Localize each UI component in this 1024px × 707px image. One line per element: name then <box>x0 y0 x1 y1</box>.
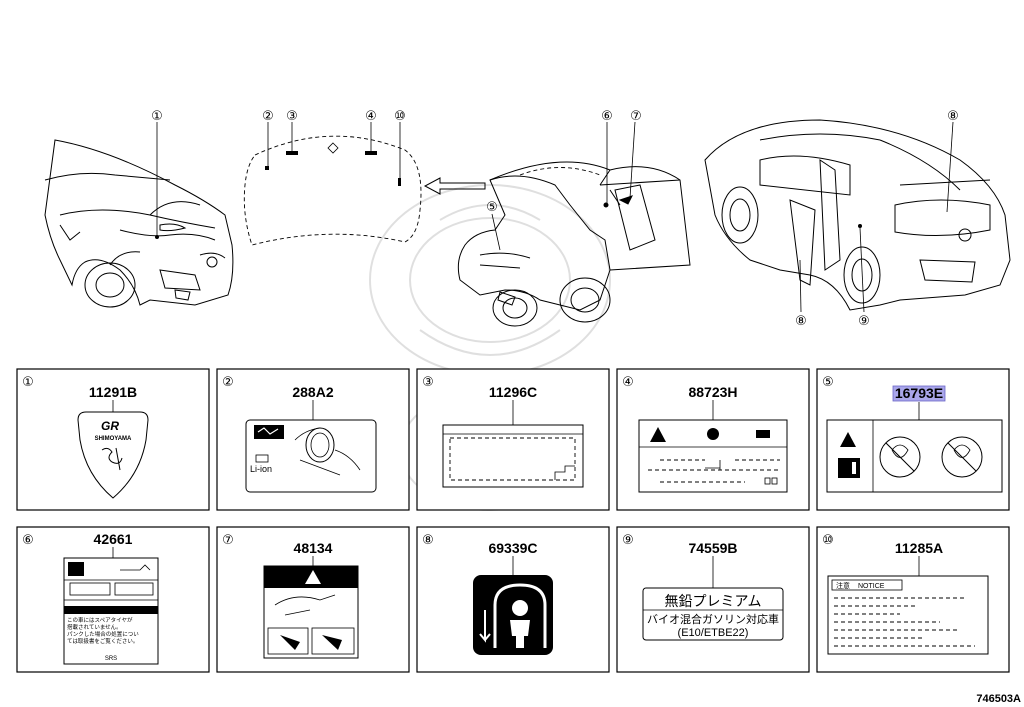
battery-warning-label <box>638 419 788 493</box>
svg-text:GR: GR <box>101 419 119 433</box>
part-number-highlight <box>892 385 946 402</box>
cell-number: ⑤ <box>822 375 834 390</box>
part-number: 88723H <box>688 384 737 400</box>
svg-text:SRS: SRS <box>105 656 117 662</box>
cell-number: ④ <box>622 375 634 390</box>
shimoyama-badge-label: GR SHIMOYAMA <box>77 411 149 499</box>
svg-text:この車にはスペアタイヤが: この車にはスペアタイヤが <box>67 616 133 624</box>
svg-text:Li-ion: Li-ion <box>250 464 272 474</box>
callout-8b: ⑧ <box>795 314 807 329</box>
part-cell-8[interactable]: ⑧ 69339C <box>416 526 610 673</box>
trunk-release-label <box>473 575 553 655</box>
part-cell-4[interactable]: ④ 88723H <box>616 368 810 511</box>
cell-number: ⑩ <box>822 533 834 548</box>
cell-number: ③ <box>422 375 434 390</box>
callout-3: ③ <box>286 109 298 124</box>
part-cell-3[interactable]: ③ 11296C <box>416 368 610 511</box>
callout-4: ④ <box>365 109 377 124</box>
callout-8a: ⑧ <box>947 109 959 124</box>
part-number: 11285A <box>895 540 943 556</box>
figure-code: 746503A <box>976 693 1021 705</box>
part-number: 42661 <box>94 531 133 547</box>
callout-1: ① <box>151 109 163 124</box>
car-rear-view <box>704 119 1011 311</box>
hood-warning-label <box>263 565 359 659</box>
part-cell-6[interactable]: ⑥ 42661 この車にはスペアタイヤが 搭載されていません。 パンクした場合の… <box>16 526 210 673</box>
car-front-view <box>44 139 234 308</box>
callout-9: ⑨ <box>858 314 870 329</box>
fan-warning-label <box>826 419 1003 493</box>
arrow-icon <box>423 177 486 195</box>
part-number: 74559B <box>688 540 737 556</box>
svg-text:搭載されていません。: 搭載されていません。 <box>67 623 122 631</box>
car-open-hood-view <box>457 161 691 327</box>
part-cell-9[interactable]: ⑨ 74559B 無鉛プレミアム バイオ混合ガソリン対応車 (E10/ETBE2… <box>616 526 810 673</box>
cell-number: ⑨ <box>622 533 634 548</box>
callout-6: ⑥ <box>601 109 613 124</box>
svg-text:無鉛プレミアム: 無鉛プレミアム <box>664 593 761 609</box>
part-cell-1[interactable]: ① 11291B GR SHIMOYAMA <box>16 368 210 511</box>
svg-text:(E10/ETBE22): (E10/ETBE22) <box>678 627 749 639</box>
part-number: 69339C <box>488 540 537 556</box>
part-number: 288A2 <box>292 384 333 400</box>
callout-7: ⑦ <box>630 109 642 124</box>
cell-number: ⑦ <box>222 533 234 548</box>
notice-label: 注意 NOTICE <box>827 575 989 655</box>
cell-number: ⑥ <box>22 533 34 548</box>
svg-text:SHIMOYAMA: SHIMOYAMA <box>95 436 132 442</box>
cell-number: ② <box>222 375 234 390</box>
cell-number: ① <box>22 375 34 390</box>
li-ion-battery-label: Li-ion <box>245 419 377 493</box>
fire-icon <box>707 428 719 440</box>
part-cell-10[interactable]: ⑩ 11285A 注意 NOTICE <box>816 526 1010 673</box>
part-cell-7[interactable]: ⑦ 48134 <box>216 526 410 673</box>
svg-text:バイオ混合ガソリン対応車: バイオ混合ガソリン対応車 <box>647 612 779 626</box>
svg-text:ては取扱書をご覧ください。: ては取扱書をご覧ください。 <box>67 637 138 645</box>
svg-text:NOTICE: NOTICE <box>858 583 885 590</box>
part-number: 48134 <box>294 540 333 556</box>
callout-5: ⑤ <box>486 200 498 215</box>
hood-panel <box>243 135 422 246</box>
part-number: 11296C <box>489 384 537 400</box>
part-cell-5[interactable]: ⑤ 16793E <box>816 368 1010 511</box>
svg-text:注意: 注意 <box>836 581 850 590</box>
tire-info-label: この車にはスペアタイヤが 搭載されていません。 パンクした場合の処置につい ては… <box>63 557 159 665</box>
fuel-type-label: 無鉛プレミアム バイオ混合ガソリン対応車 (E10/ETBE22) <box>642 587 784 641</box>
callout-2: ② <box>262 109 274 124</box>
svg-text:パンクした場合の処置につい: パンクした場合の処置につい <box>67 630 139 638</box>
callouts: ① ② ③ ④ ⑩ ⑤ ⑥ ⑦ ⑧ ⑧ ⑨ <box>151 109 959 329</box>
part-number: 16793E <box>895 385 943 401</box>
engine-label <box>442 424 584 488</box>
cell-number: ⑧ <box>422 533 434 548</box>
part-number: 11291B <box>89 384 137 400</box>
part-cell-2[interactable]: ② 288A2 Li-ion <box>216 368 410 511</box>
callout-10: ⑩ <box>394 109 406 124</box>
